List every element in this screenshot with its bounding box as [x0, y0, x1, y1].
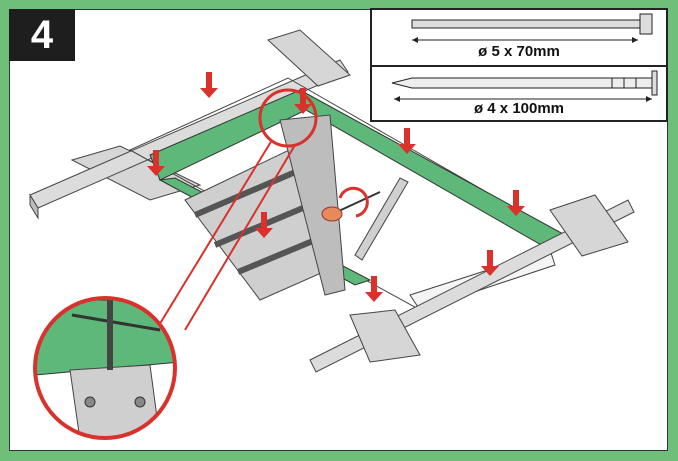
detail-highlight-circle: [258, 88, 318, 148]
screw-icon: [411, 13, 653, 43]
arrow-5: [255, 212, 273, 238]
assembly-drawing: [29, 29, 635, 440]
nail-icon: [391, 70, 658, 102]
legend-screw: ø 5 x 70mm: [372, 10, 666, 67]
timber-block-top: [267, 29, 351, 87]
arrow-6: [507, 190, 525, 216]
arrow-4: [147, 150, 165, 176]
zoom-detail: [33, 296, 177, 440]
timber-block-bottom: [349, 309, 421, 363]
screwdriver: [321, 186, 381, 222]
nail-size-label: ø 4 x 100mm: [473, 100, 565, 117]
fastener-legend: ø 5 x 70mm ø 4 x 100mm: [370, 8, 668, 122]
timber-block-right: [549, 194, 629, 257]
ladder-rail: [279, 114, 346, 296]
fastening-arrows: [147, 72, 525, 302]
detail-leader-line-2: [184, 144, 296, 331]
arrow-1: [200, 72, 218, 98]
arrow-3: [398, 128, 416, 154]
arrow-8: [365, 276, 383, 302]
folding-arm: [354, 177, 409, 261]
step-number-badge: 4: [9, 9, 75, 61]
arrow-7: [481, 250, 499, 276]
screw-size-label: ø 5 x 70mm: [478, 43, 560, 60]
timber-block-left: [70, 145, 202, 201]
arrow-2: [294, 88, 312, 114]
rotate-icon: [338, 186, 369, 218]
detail-leader-line-1: [149, 139, 273, 341]
legend-nail: ø 4 x 100mm: [372, 67, 666, 122]
zoom-circle-border: [33, 296, 177, 440]
